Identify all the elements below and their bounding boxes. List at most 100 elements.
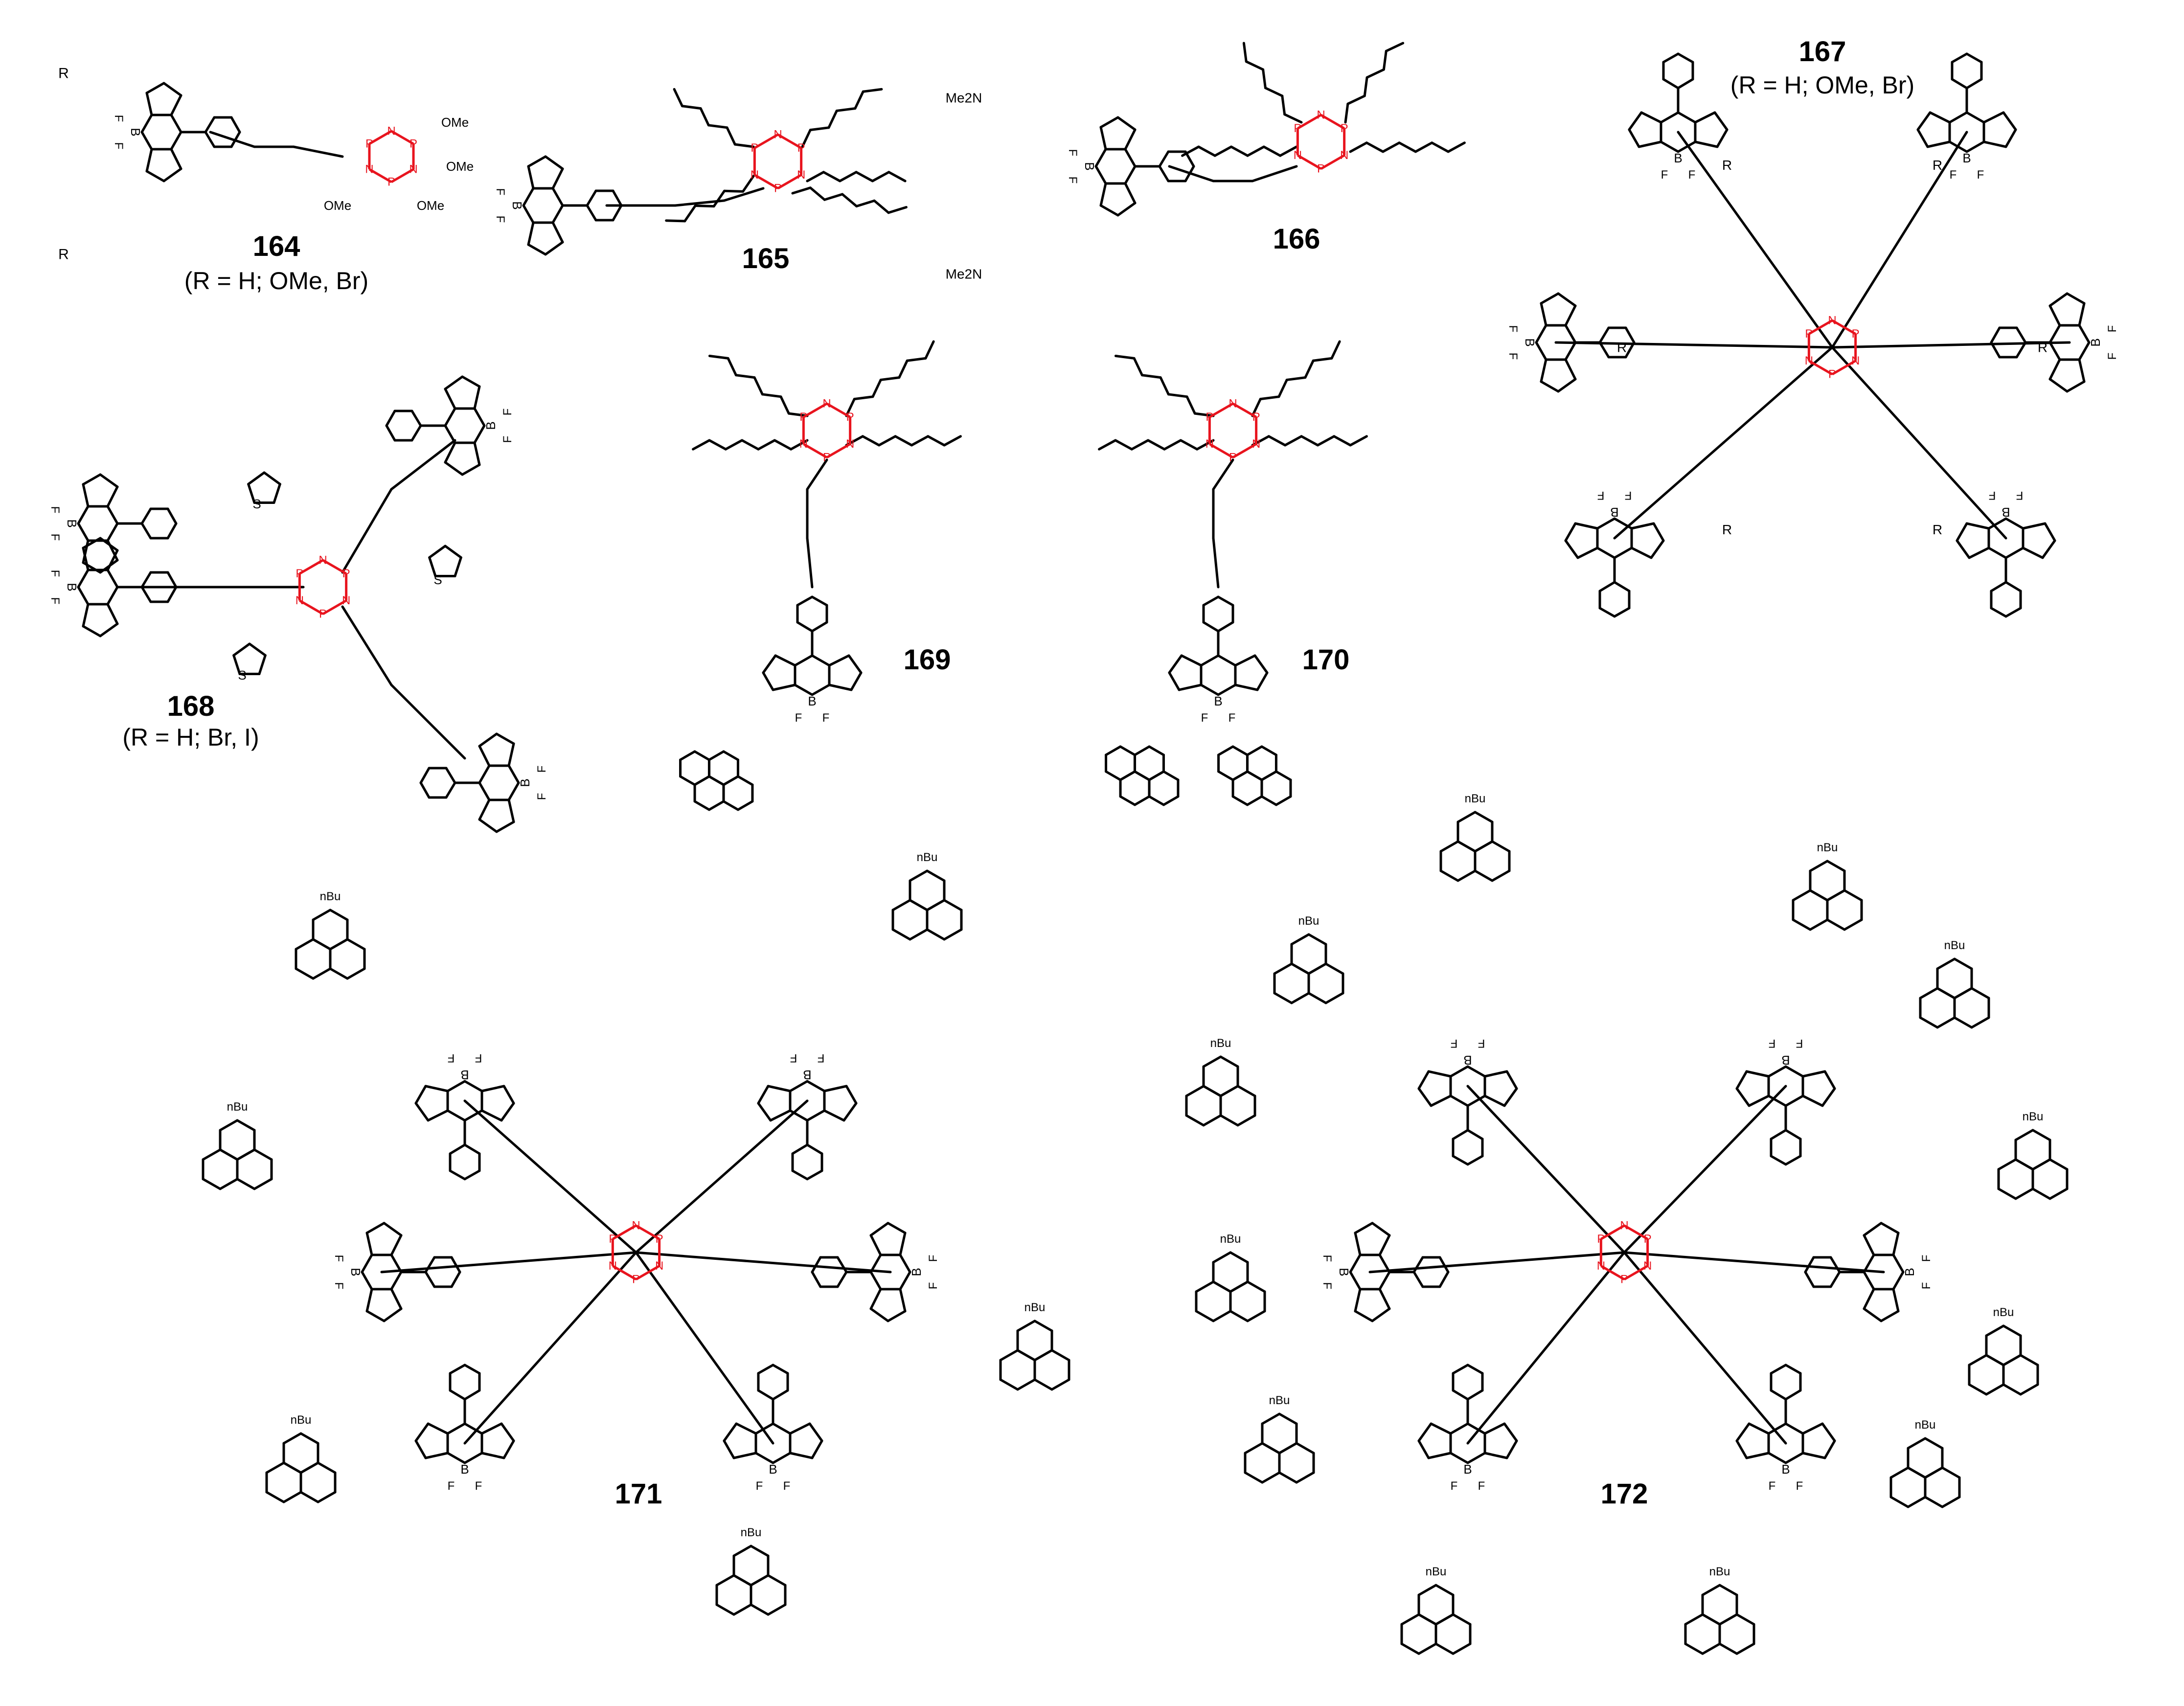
naphthalimide-bond (1941, 1466, 1961, 1479)
bodipy-bond (2048, 304, 2061, 327)
bodipy-bond (414, 1102, 430, 1122)
core-phosphorus: P (1620, 1273, 1628, 1286)
bodipy-bond (789, 1422, 811, 1435)
bodipy-bond (170, 148, 182, 170)
naphthalimide-bond (1997, 1187, 2017, 1200)
bodipy-bond (1427, 1070, 1452, 1078)
bodipy-bond (444, 387, 456, 410)
bodipy-bond (1158, 150, 1170, 168)
naphthalimide-bond (1985, 1324, 2005, 1337)
naphthalimide-bond (329, 938, 349, 951)
core-nitrogen: N (365, 163, 373, 176)
chain-bond (1167, 393, 1188, 398)
dimethylamino-label: Me2N (946, 267, 982, 282)
bodipy-bond (811, 621, 828, 633)
bodipy-bond (1929, 111, 1951, 124)
fluorine-label: F (475, 1051, 482, 1065)
bodipy-bond (2048, 358, 2061, 381)
naphthalimide-bond (219, 1119, 239, 1132)
naphthalimide-bond (1843, 889, 1863, 902)
bodipy-bond (463, 1080, 483, 1092)
bodipy-bond (449, 1169, 466, 1181)
bodipy-bond (1094, 148, 1107, 168)
chain-bond (1098, 439, 1117, 451)
naphthalimide-bond (329, 909, 349, 921)
core-bond (368, 168, 392, 183)
naphthalimide-bond (1229, 1310, 1249, 1322)
arm-linker (463, 1251, 637, 1445)
naphthalimide-bond (219, 1148, 239, 1161)
bodipy-bond (507, 798, 515, 823)
bodipy-bond (1168, 671, 1181, 691)
compound-label-169: 169 (903, 644, 951, 676)
naphthalimide-bond (1701, 1584, 1721, 1596)
bodipy-bond (1234, 654, 1256, 667)
boron-label: B (1781, 1053, 1790, 1068)
arm-linker (1623, 1085, 1787, 1254)
bodipy-bond (1354, 1310, 1374, 1322)
chain-bond (1114, 439, 1133, 451)
naphthalimide-bond (732, 1574, 752, 1587)
pyrene-bond (1148, 795, 1165, 806)
ring-bond (258, 654, 267, 676)
compound-substituents-164: (R = H; OMe, Br) (184, 267, 369, 295)
naphthalimide-bond (1219, 1055, 1239, 1068)
peg-chain (673, 88, 755, 148)
core-bond (826, 402, 851, 418)
bodipy-bond (170, 94, 182, 116)
chain-bond (1752, 1261, 1885, 1274)
pyrene-bond (693, 775, 710, 786)
bodipy-bond (1099, 204, 1119, 217)
naphthalimide-bond (1202, 1114, 1222, 1127)
naphthalimide-bond (282, 1491, 302, 1503)
arm-linker (635, 1251, 892, 1274)
bodipy-bond (869, 1307, 889, 1322)
arm-linker (380, 1251, 637, 1274)
sulfur-label: S (252, 497, 261, 511)
naphthalimide-bond (1907, 1437, 1927, 1450)
chain-bond (943, 435, 962, 447)
chain-bond (1344, 102, 1349, 124)
bodipy-bond (811, 654, 831, 667)
chain-bond (712, 189, 726, 208)
fluorine-label: F (2106, 325, 2119, 333)
core-nitrogen: N (318, 554, 327, 567)
bodipy-bond (1378, 1271, 1391, 1291)
naphthalimide-bond (1273, 962, 1293, 975)
bodipy-bond (1452, 1364, 1469, 1375)
bodipy-bond (140, 114, 153, 134)
naphthalimide-bond (1236, 1114, 1256, 1127)
bodipy-bond (1466, 1364, 1484, 1375)
bodipy-bond (1982, 111, 2005, 124)
naphthalimide-bond (767, 1603, 787, 1616)
bodipy-bond (444, 461, 464, 476)
core-nitrogen: N (609, 1259, 617, 1273)
bodipy-bond (823, 1109, 845, 1122)
core-bond (803, 443, 828, 459)
chain-bond (1312, 357, 1333, 362)
bodipy-bond (99, 537, 119, 552)
naphthalimide-172: nBu (1968, 1306, 2039, 1396)
chain-bond (1545, 1168, 1626, 1254)
naphthalimide-bond (1016, 1378, 1036, 1391)
naphthalimide-bond (2048, 1158, 2069, 1171)
bodipy-bond (1354, 1231, 1362, 1256)
naphthalimide-bond (999, 1349, 1019, 1362)
chain-bond (878, 435, 897, 447)
bodipy-bond (845, 1085, 858, 1105)
bodipy-bond (1598, 341, 1610, 359)
bodipy-bond (1987, 517, 2007, 530)
chain-bond (1283, 113, 1303, 124)
core-bond (1320, 114, 1345, 130)
core-nitrogen: N (1317, 109, 1325, 122)
core-phosphorus: P (1317, 162, 1325, 176)
bodipy-bond (1804, 1256, 1815, 1274)
arm-linker (1466, 1251, 1626, 1445)
naphthalimide-bond (299, 1491, 319, 1503)
bodipy-bond (480, 1422, 503, 1435)
chain-bond (673, 88, 683, 108)
chain-bond (855, 199, 876, 208)
